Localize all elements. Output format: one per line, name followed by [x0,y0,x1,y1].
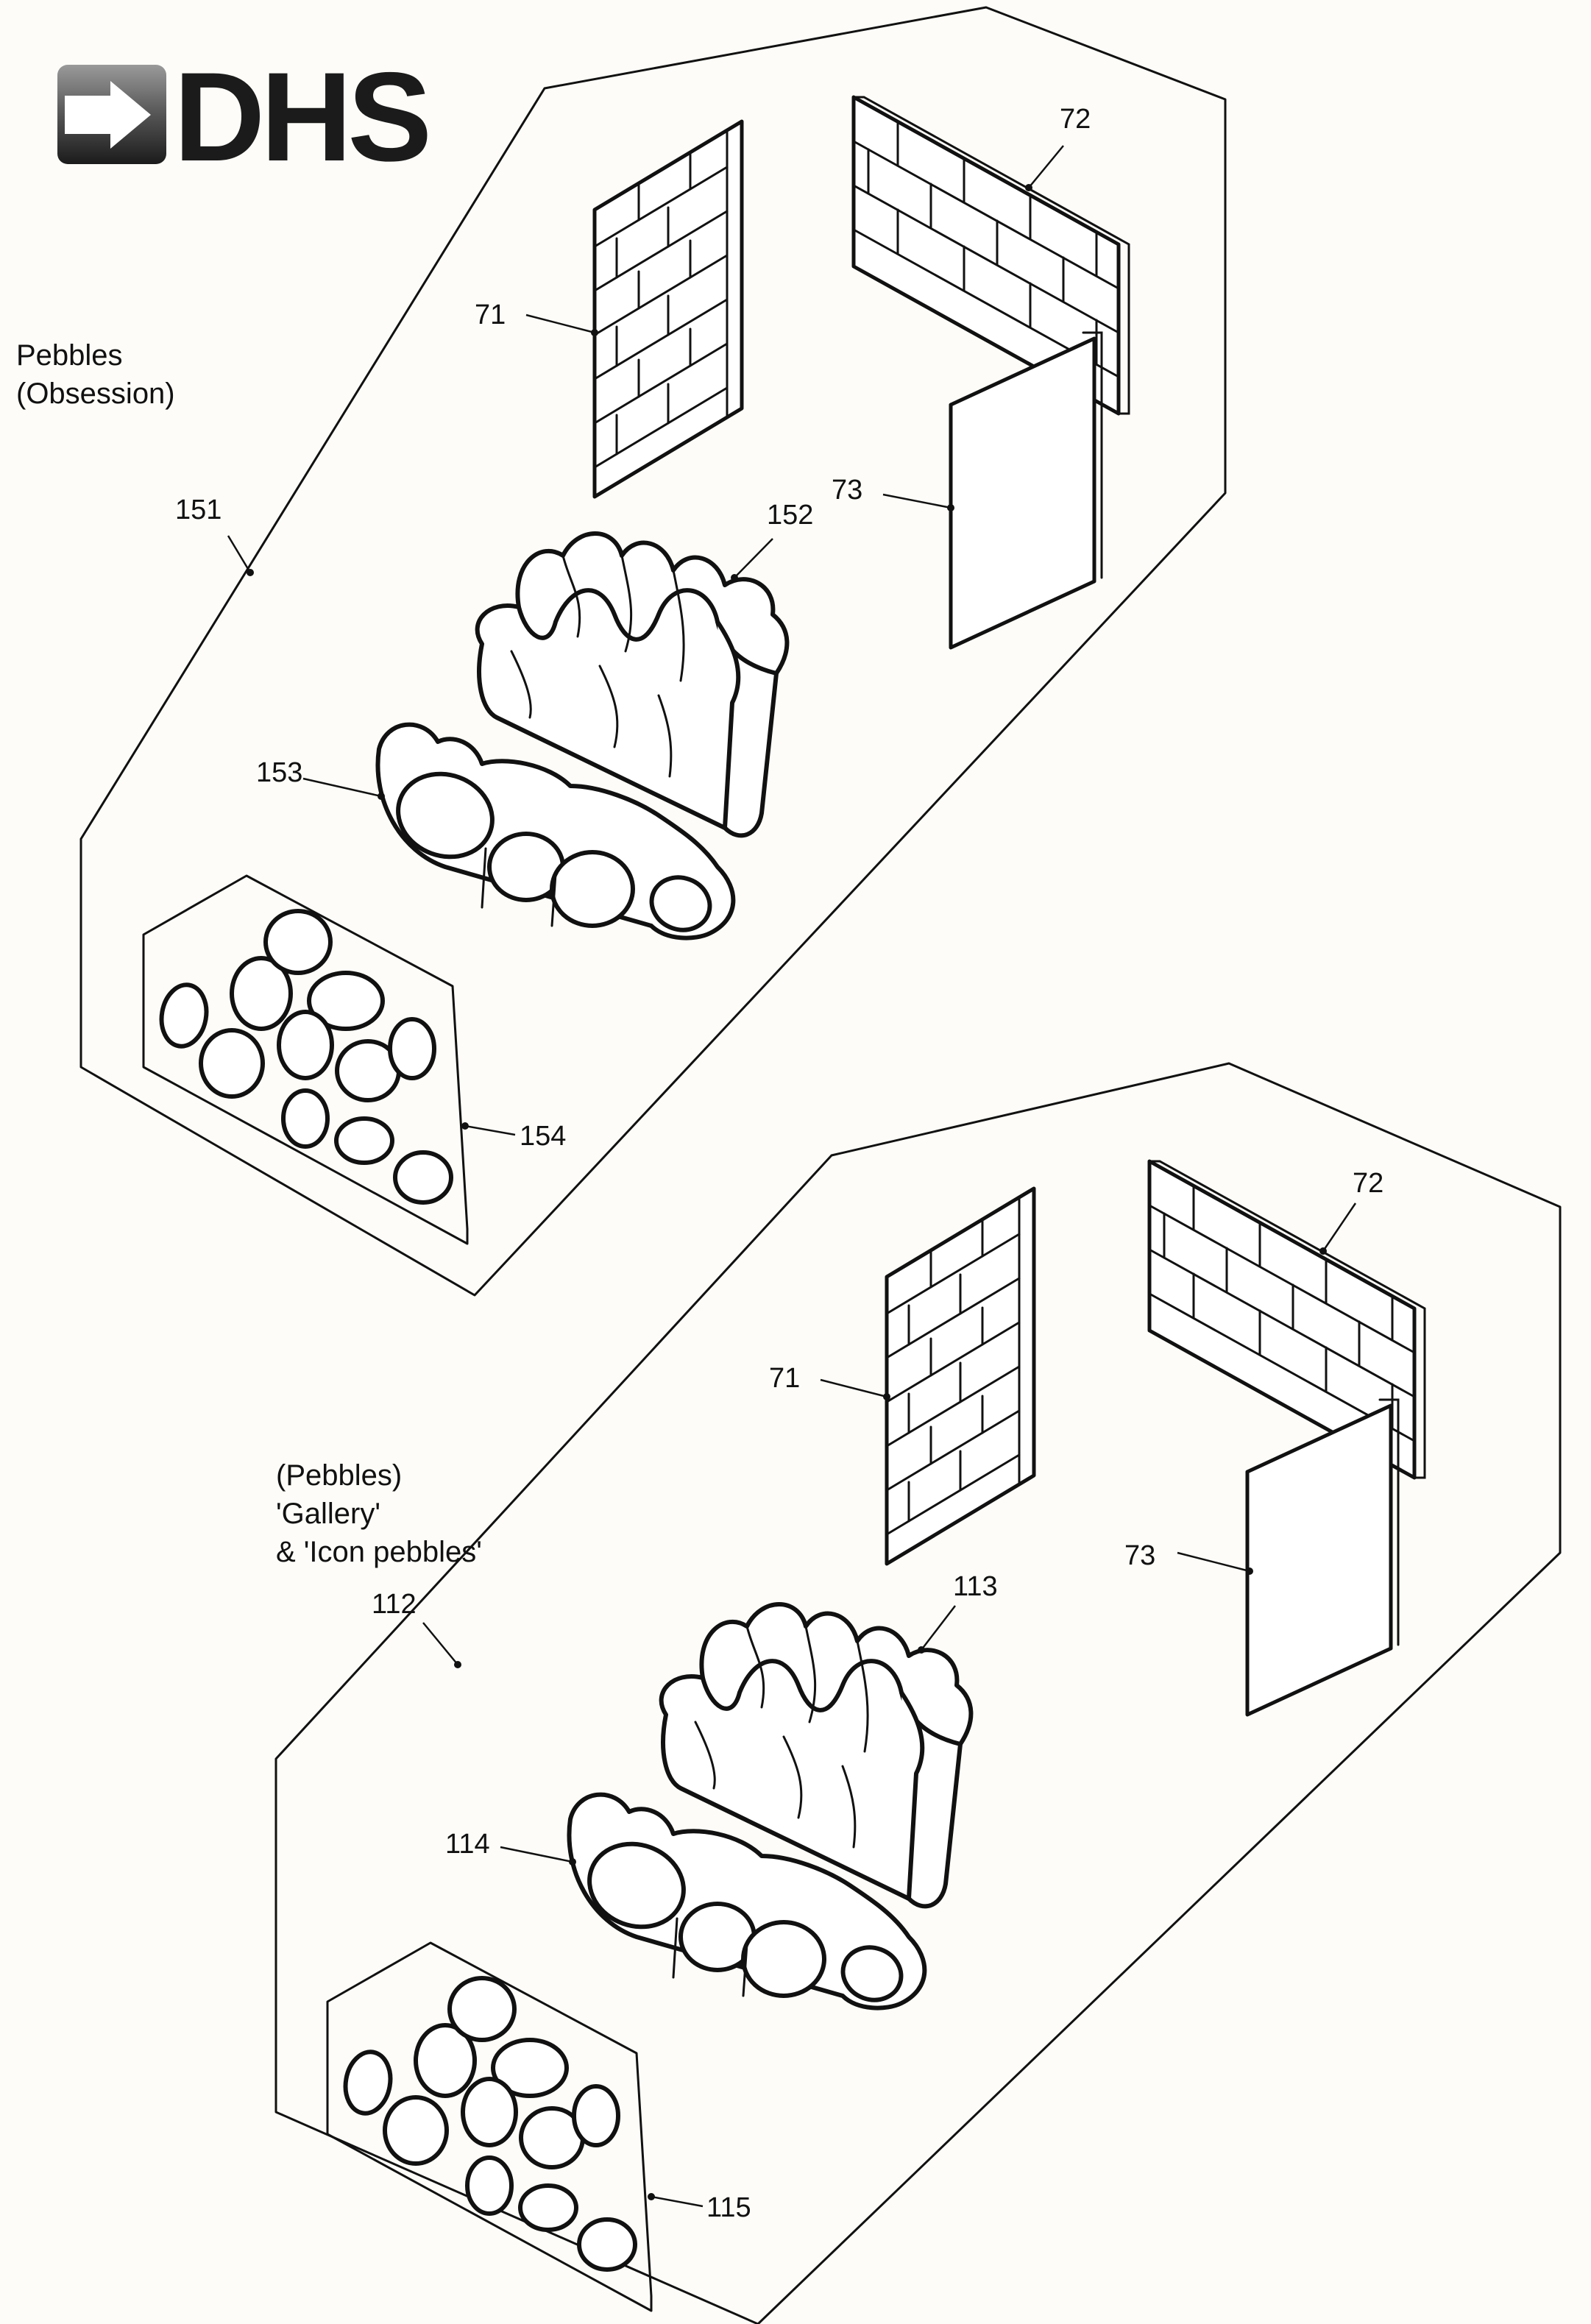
dhs-logo: DHS [57,46,432,188]
top-title-line2: (Obsession) [16,378,175,410]
arrow-icon [65,81,151,149]
bottom-back-panel-label: 72 [1353,1168,1383,1199]
top-side-panel-label: 73 [832,475,862,506]
top-side-panel [951,333,1102,648]
bottom-rear-log-label: 113 [953,1571,998,1602]
top-frame-label: 151 [175,495,222,525]
top-rear-log-label: 152 [767,500,813,531]
top-front-log-label: 153 [256,757,302,788]
top-set: Pebbles (Obsession) 151 71 72 73 152 153… [16,6,1227,1297]
logo-text: DHS [174,46,428,188]
bottom-frame-label: 112 [372,1589,417,1620]
bottom-front-log-label: 114 [445,1829,490,1860]
bottom-pebble-tray [327,1943,651,2311]
bottom-pebbles-label: 115 [706,2192,751,2223]
top-pebble-tray [143,876,467,1244]
bottom-side-panel-label: 73 [1124,1540,1155,1571]
top-title-line1: Pebbles [16,339,123,372]
bottom-left-brick-panel [887,1188,1034,1564]
bottom-title-line1: (Pebbles) [276,1459,402,1492]
top-pebbles-label: 154 [520,1121,566,1152]
bottom-set-frame [274,1062,1562,2324]
bottom-side-panel [1247,1400,1398,1715]
bottom-left-panel-label: 71 [769,1363,800,1394]
bottom-title-line2: 'Gallery' [276,1498,380,1530]
bottom-set: (Pebbles) 'Gallery' & 'Icon pebbles' 112… [274,1062,1562,2324]
bottom-title-line3: & 'Icon pebbles' [276,1536,482,1568]
top-left-panel-label: 71 [475,300,506,330]
top-left-brick-panel [595,121,742,497]
top-set-frame [79,6,1227,1297]
top-back-panel-label: 72 [1060,104,1091,135]
